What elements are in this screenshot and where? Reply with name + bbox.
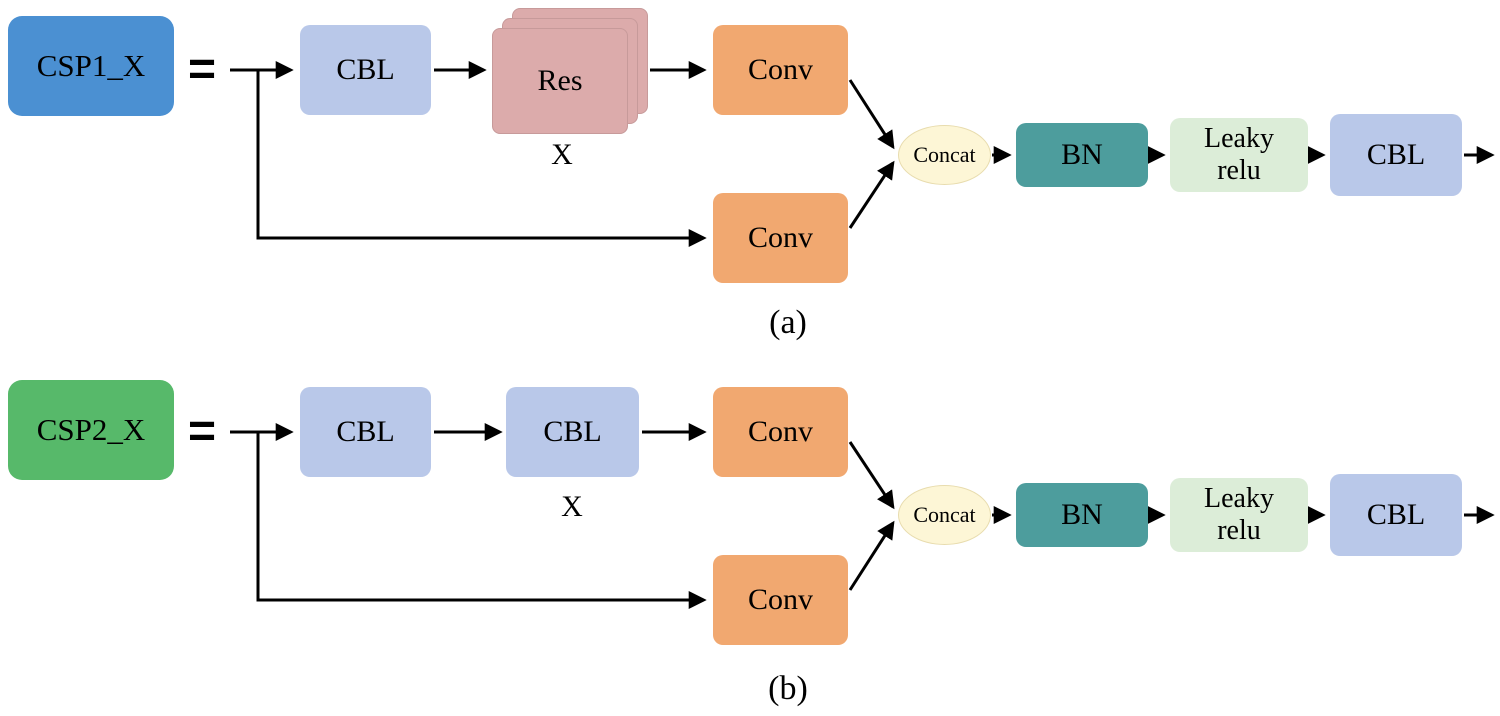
csp2-block: CSP2_X xyxy=(8,380,174,480)
cbl-block-a1: CBL xyxy=(300,25,431,115)
leaky-relu-block-b: Leaky relu xyxy=(1170,478,1308,552)
bn-block-a: BN xyxy=(1016,123,1148,187)
cbl-block-a-out: CBL xyxy=(1330,114,1462,196)
repeat-count-label-b: X xyxy=(561,490,583,523)
equals-sign-b: = xyxy=(188,405,217,458)
conv-block-b-top: Conv xyxy=(713,387,848,477)
caption-a: (a) xyxy=(769,304,807,341)
cbl-block-b2: CBL xyxy=(506,387,639,477)
conv-block-a-bottom: Conv xyxy=(713,193,848,283)
repeat-count-label-a: X xyxy=(551,138,573,171)
conv-block-a-top: Conv xyxy=(713,25,848,115)
conv-block-b-bottom: Conv xyxy=(713,555,848,645)
leaky-relu-block-a: Leaky relu xyxy=(1170,118,1308,192)
res-block-stack: Res xyxy=(492,8,650,136)
bn-block-b: BN xyxy=(1016,483,1148,547)
concat-node-b: Concat xyxy=(898,485,991,545)
cbl-block-b1: CBL xyxy=(300,387,431,477)
res-block: Res xyxy=(492,28,628,134)
caption-b: (b) xyxy=(768,670,808,707)
cbl-block-b-out: CBL xyxy=(1330,474,1462,556)
csp1-block: CSP1_X xyxy=(8,16,174,116)
equals-sign-a: = xyxy=(188,43,217,96)
concat-node-a: Concat xyxy=(898,125,991,185)
